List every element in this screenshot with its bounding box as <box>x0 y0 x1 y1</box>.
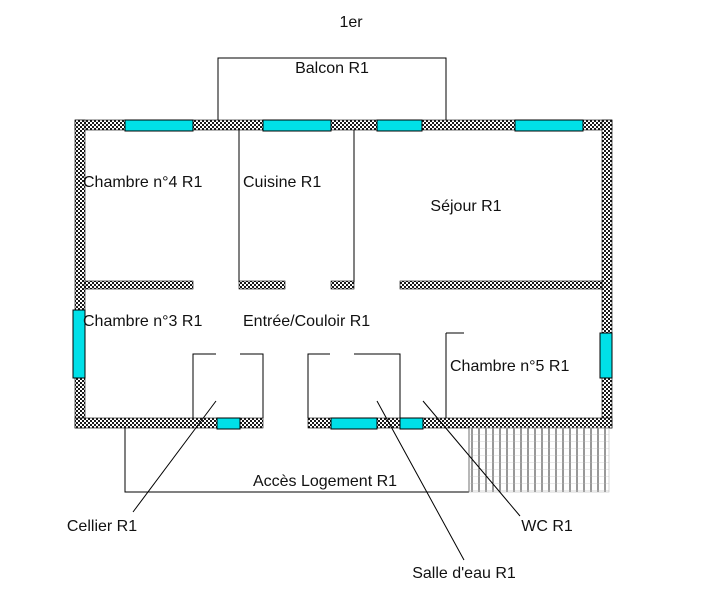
leader-wc <box>422 400 521 517</box>
balcony-outline <box>217 57 447 122</box>
partitions <box>192 130 464 418</box>
room-label-chambre-3: Chambre n°3 R1 <box>83 313 202 330</box>
wall-bottom-left <box>74 417 264 429</box>
walls <box>74 119 613 429</box>
wall-mid-4 <box>399 280 603 290</box>
room-label-balcon: Balcon R1 <box>295 60 369 77</box>
leader-cellier <box>132 400 217 513</box>
window <box>376 119 423 132</box>
room-label-wc: WC R1 <box>521 518 573 535</box>
wall-left <box>74 119 86 429</box>
window <box>72 309 86 379</box>
window <box>399 417 424 430</box>
wc-hatch <box>468 427 610 493</box>
room-label-entree: Entrée/Couloir R1 <box>243 313 370 330</box>
window <box>216 417 241 430</box>
wall-mid-3 <box>330 280 355 290</box>
wall-bottom-right <box>307 417 613 429</box>
room-label-cuisine: Cuisine R1 <box>243 174 321 191</box>
room-label-chambre-4: Chambre n°4 R1 <box>83 174 202 191</box>
wall-mid-1 <box>84 280 194 290</box>
leader-salle-eau <box>376 400 465 561</box>
windows <box>72 119 613 430</box>
room-label-chambre-5: Chambre n°5 R1 <box>450 358 569 375</box>
wall-right <box>601 119 613 429</box>
window <box>330 417 378 430</box>
room-label-acces: Accès Logement R1 <box>253 473 397 490</box>
room-label-sejour: Séjour R1 <box>430 198 501 215</box>
leader-lines <box>132 400 521 561</box>
wall-mid-2 <box>238 280 286 290</box>
window <box>514 119 584 132</box>
window <box>262 119 332 132</box>
room-label-cellier: Cellier R1 <box>67 518 137 535</box>
room-label-salle-eau: Salle d'eau R1 <box>412 565 516 582</box>
window <box>124 119 194 132</box>
window <box>599 332 613 379</box>
floor-label: 1er <box>339 14 363 31</box>
access-outline <box>124 428 469 493</box>
